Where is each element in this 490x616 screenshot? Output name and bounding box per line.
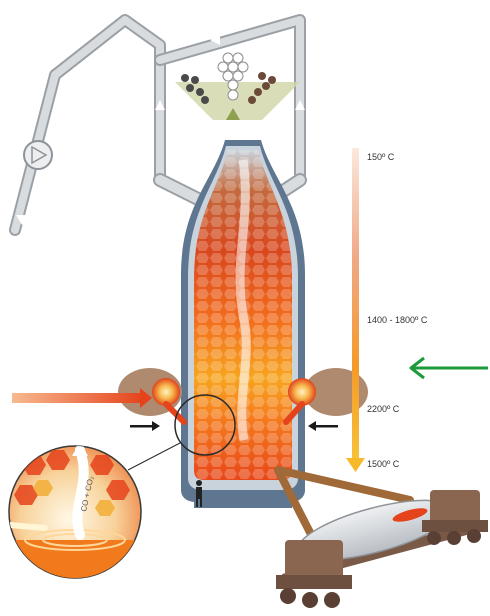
torpedo-ladle-car <box>276 470 488 608</box>
temp-label-tuyere: 2200º C <box>367 404 400 414</box>
ladle-bogie-right <box>422 490 488 545</box>
charge-hopper <box>175 53 300 120</box>
pump-icon <box>24 141 52 169</box>
arrow-left-icon <box>411 358 488 378</box>
temp-label-top: 150º C <box>367 152 395 162</box>
tuyere-zoom-inset: CO + CO₂ <box>0 442 150 590</box>
blast-furnace <box>181 140 305 508</box>
temperature-scale: 150º C 1400 - 1800º C 2200º C 1500º C <box>346 148 428 472</box>
temp-label-middle: 1400 - 1800º C <box>367 315 428 325</box>
temp-label-hearth: 1500º C <box>367 459 400 469</box>
ladle-bogie-left <box>276 540 352 608</box>
